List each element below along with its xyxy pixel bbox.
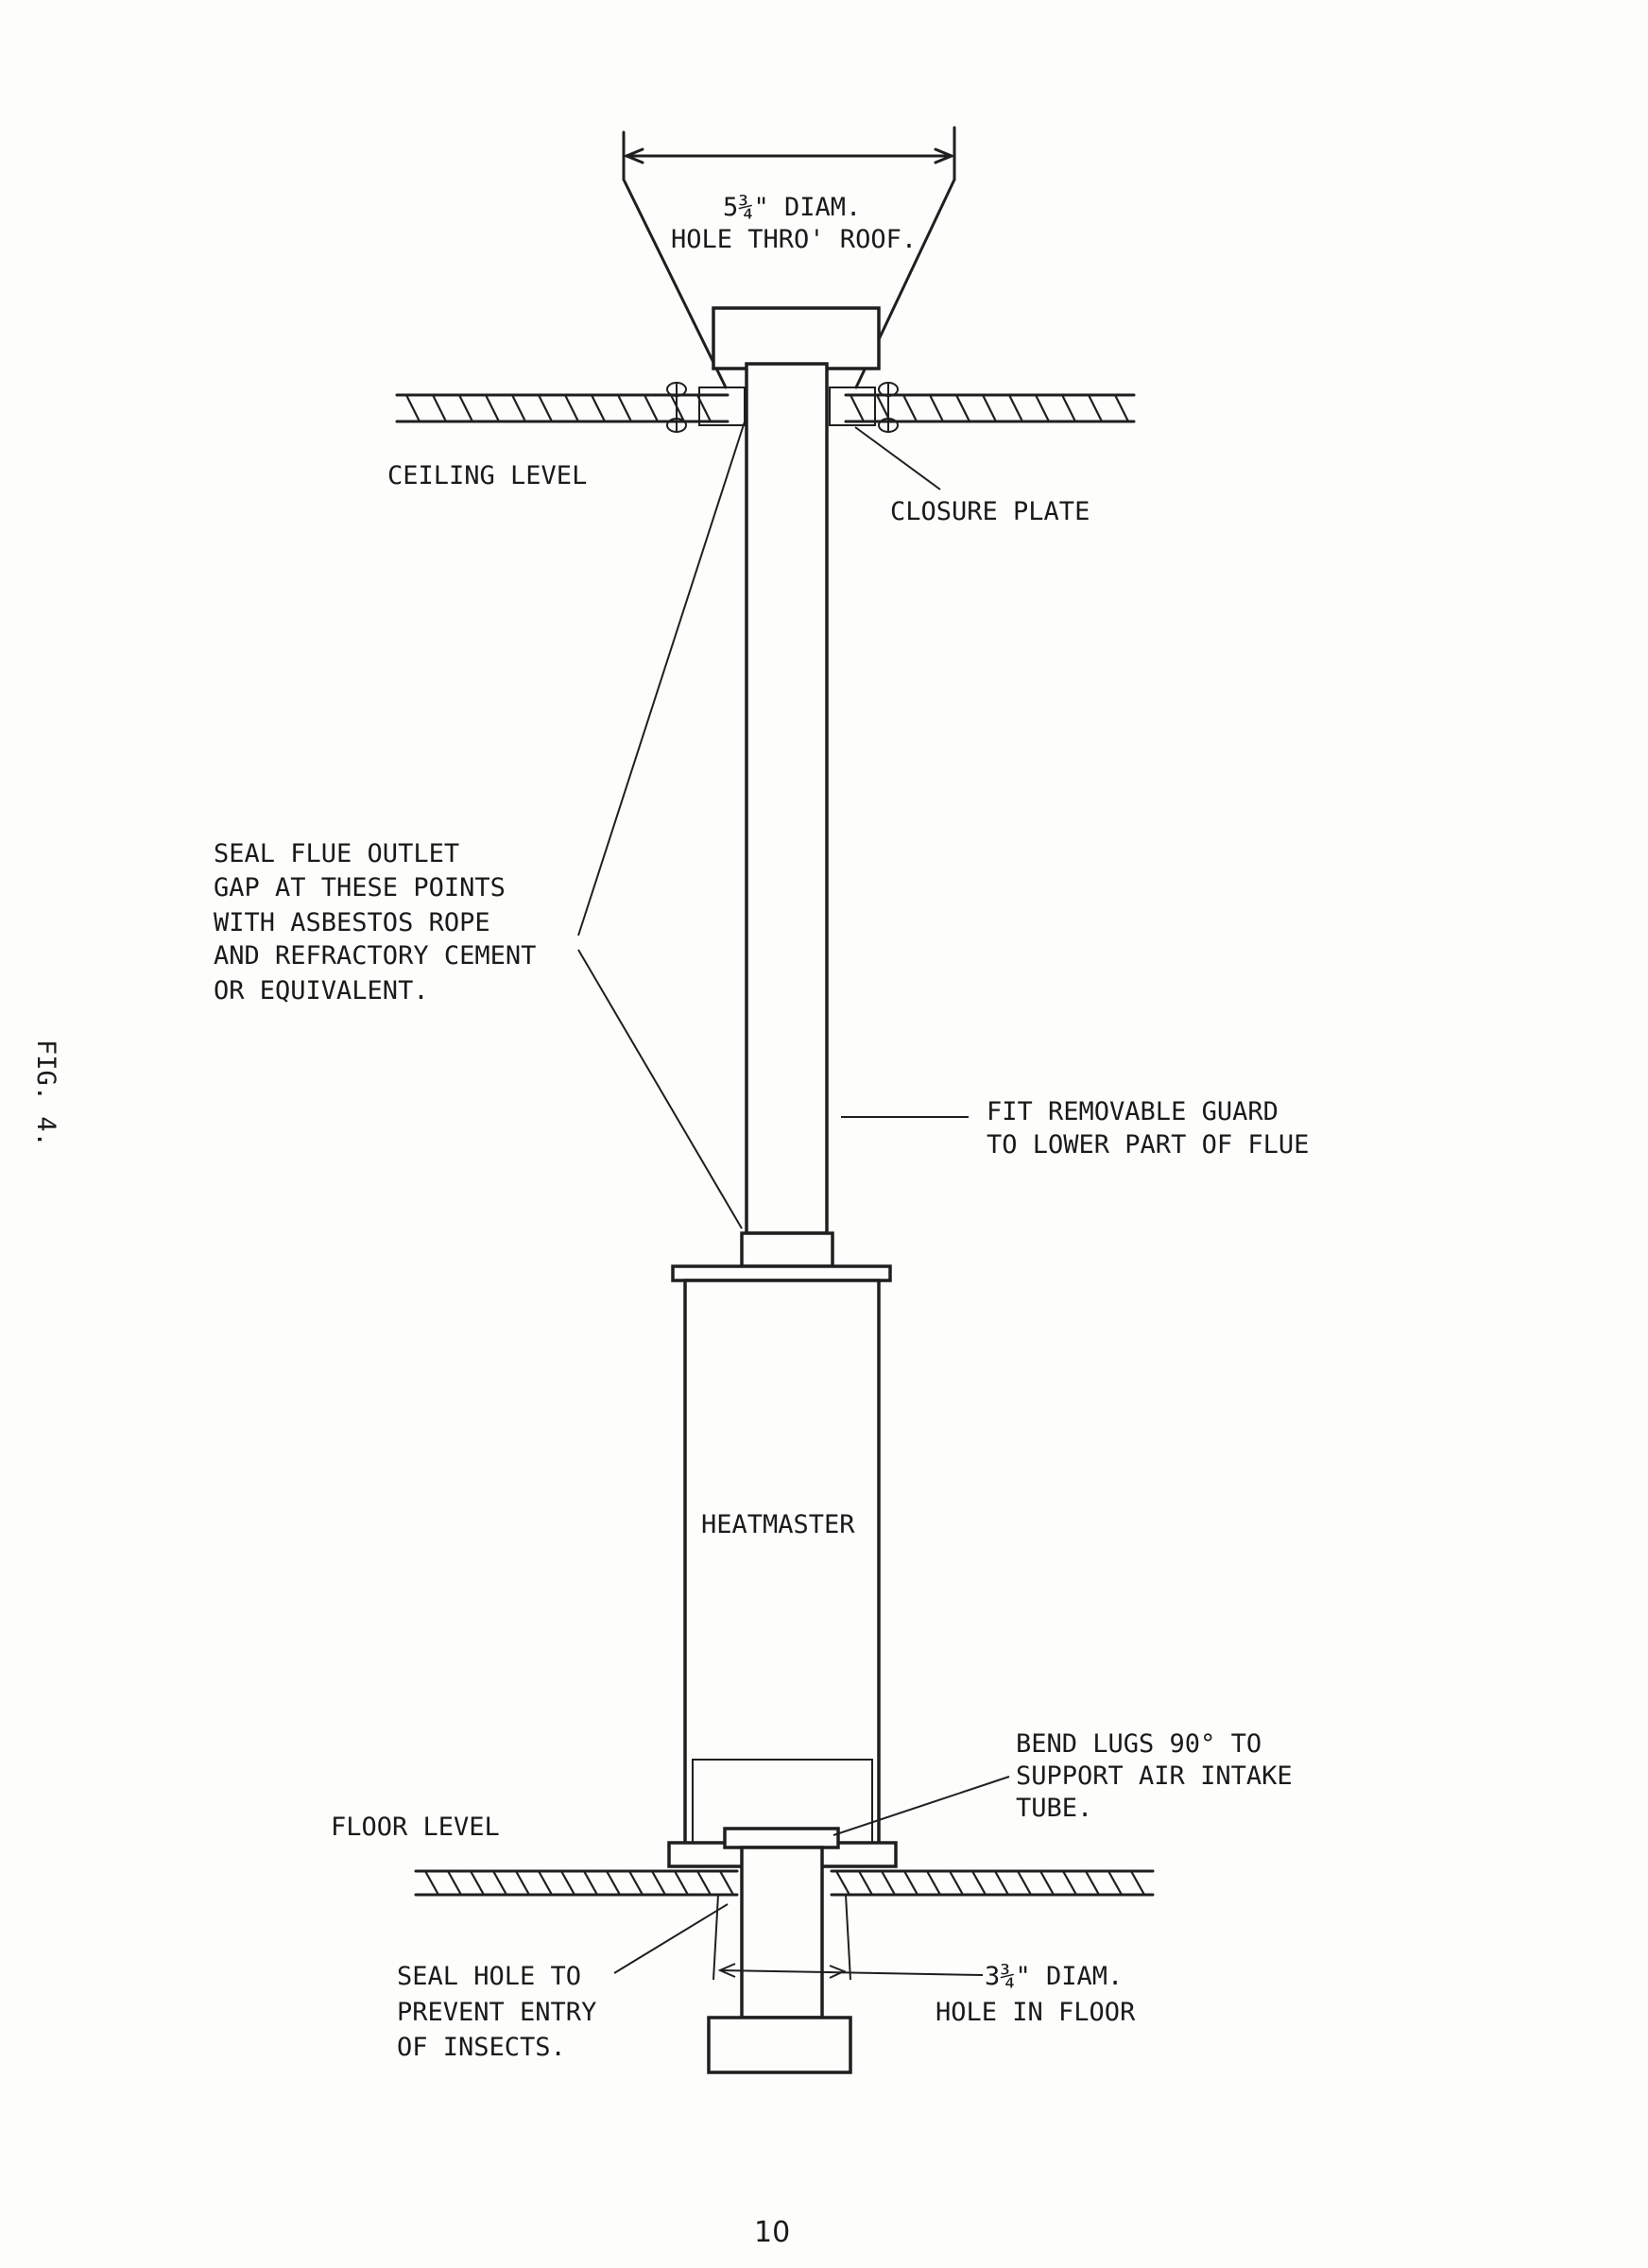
hatch-line (538, 394, 553, 422)
hatch-line (405, 394, 421, 422)
floor-hole-dimension (712, 1894, 984, 1981)
hatch-line (674, 1870, 689, 1896)
hatch-line (1039, 1870, 1055, 1896)
hatch-line (902, 394, 918, 422)
hatch-line (1114, 394, 1129, 422)
hatch-line (564, 394, 579, 422)
figure-label: FIG. 4. (31, 1040, 60, 1147)
hatch-line (1008, 394, 1023, 422)
seal-hole-note: SEAL HOLE TO PREVENT ENTRY OF INSECTS. (397, 1962, 596, 2062)
seal-flue-line-4: AND REFRACTORY CEMENT (214, 941, 536, 971)
hatch-line (583, 1870, 598, 1896)
hatch-line (850, 394, 865, 422)
hatch-line (1130, 1870, 1145, 1896)
guard-note: FIT REMOVABLE GUARD TO LOWER PART OF FLU… (987, 1097, 1309, 1160)
hatch-line (424, 1870, 439, 1896)
hatch-line (835, 1870, 850, 1896)
hatch-line (651, 1870, 666, 1896)
lugs-note: BEND LUGS 90° TO SUPPORT AIR INTAKE TUBE… (1016, 1729, 1293, 1823)
hatch-line (696, 1870, 712, 1896)
floor-level-label: FLOOR LEVEL (331, 1813, 500, 1842)
hatch-line (929, 394, 944, 422)
seal-flue-note: SEAL FLUE OUTLET GAP AT THESE POINTS WIT… (214, 839, 536, 1005)
floor (414, 1869, 1155, 1897)
hatch-line (1017, 1870, 1032, 1896)
seal-flue-line-1: SEAL FLUE OUTLET (214, 839, 459, 868)
flue-cap (712, 306, 881, 370)
hatch-line (926, 1870, 941, 1896)
lugs-line-1: BEND LUGS 90° TO (1016, 1729, 1262, 1759)
lugs-line-3: TUBE. (1016, 1794, 1092, 1823)
hatch-line (432, 394, 447, 422)
hatch-line (560, 1870, 575, 1896)
flue-collar (740, 1231, 834, 1268)
roof-hole-label-2: HOLE THRO' ROOF. (671, 225, 917, 254)
ceiling (395, 393, 1136, 423)
closure-plate (666, 382, 899, 433)
seal-flue-line-3: WITH ASBESTOS ROPE (214, 908, 490, 937)
hatch-line (949, 1870, 964, 1896)
seal-hole-line-2: PREVENT ENTRY (397, 1998, 596, 2027)
leader-lines (577, 415, 1010, 1974)
lugs-line-2: SUPPORT AIR INTAKE (1016, 1761, 1293, 1791)
hatch-line (606, 1870, 621, 1896)
seal-hole-line-1: SEAL HOLE TO (397, 1962, 581, 1991)
hatch-line (538, 1870, 553, 1896)
floor-hole-label-1: 3¾" DIAM. (985, 1962, 1123, 1991)
page-number: 10 (754, 2216, 790, 2249)
guard-line-1: FIT REMOVABLE GUARD (987, 1097, 1279, 1126)
heater-body (667, 1264, 898, 1868)
closure-plate-label: CLOSURE PLATE (890, 497, 1090, 526)
seal-flue-line-2: GAP AT THESE POINTS (214, 873, 506, 902)
lug-plate (723, 1827, 840, 1849)
hatch-line (458, 394, 473, 422)
hatch-line (591, 394, 606, 422)
air-intake-cap (707, 2016, 852, 2074)
hatch-line (955, 394, 970, 422)
guard-line-2: TO LOWER PART OF FLUE (987, 1130, 1309, 1160)
hatch-line (628, 1870, 644, 1896)
hatch-line (511, 394, 526, 422)
hatch-line (858, 1870, 873, 1896)
floor-hole-label-2: HOLE IN FLOOR (936, 1998, 1136, 2027)
hatch-line (492, 1870, 507, 1896)
hatch-line (903, 1870, 918, 1896)
flue-pipe (745, 362, 829, 1235)
hatch-line (881, 1870, 896, 1896)
hatch-line (644, 394, 659, 422)
hatch-line (1035, 394, 1050, 422)
hatch-line (1085, 1870, 1100, 1896)
hatch-line (971, 1870, 987, 1896)
hatch-line (1062, 1870, 1077, 1896)
roof-hole-label-1: 5¾" DIAM. (723, 193, 861, 222)
hatch-line (1061, 394, 1076, 422)
heater-name: HEATMASTER (701, 1510, 855, 1539)
seal-flue-line-5: OR EQUIVALENT. (214, 976, 429, 1005)
hatch-line (515, 1870, 530, 1896)
air-intake-tube (740, 1846, 824, 2019)
hatch-line (982, 394, 997, 422)
hatch-line (1088, 394, 1103, 422)
seal-hole-line-3: OF INSECTS. (397, 2033, 566, 2062)
ceiling-level-label: CEILING LEVEL (387, 461, 587, 490)
hatch-line (617, 394, 632, 422)
hatch-line (485, 394, 500, 422)
hatch-line (470, 1870, 485, 1896)
hatch-line (447, 1870, 462, 1896)
hatch-line (994, 1870, 1009, 1896)
hatch-line (1107, 1870, 1123, 1896)
hatch-line (719, 1870, 734, 1896)
